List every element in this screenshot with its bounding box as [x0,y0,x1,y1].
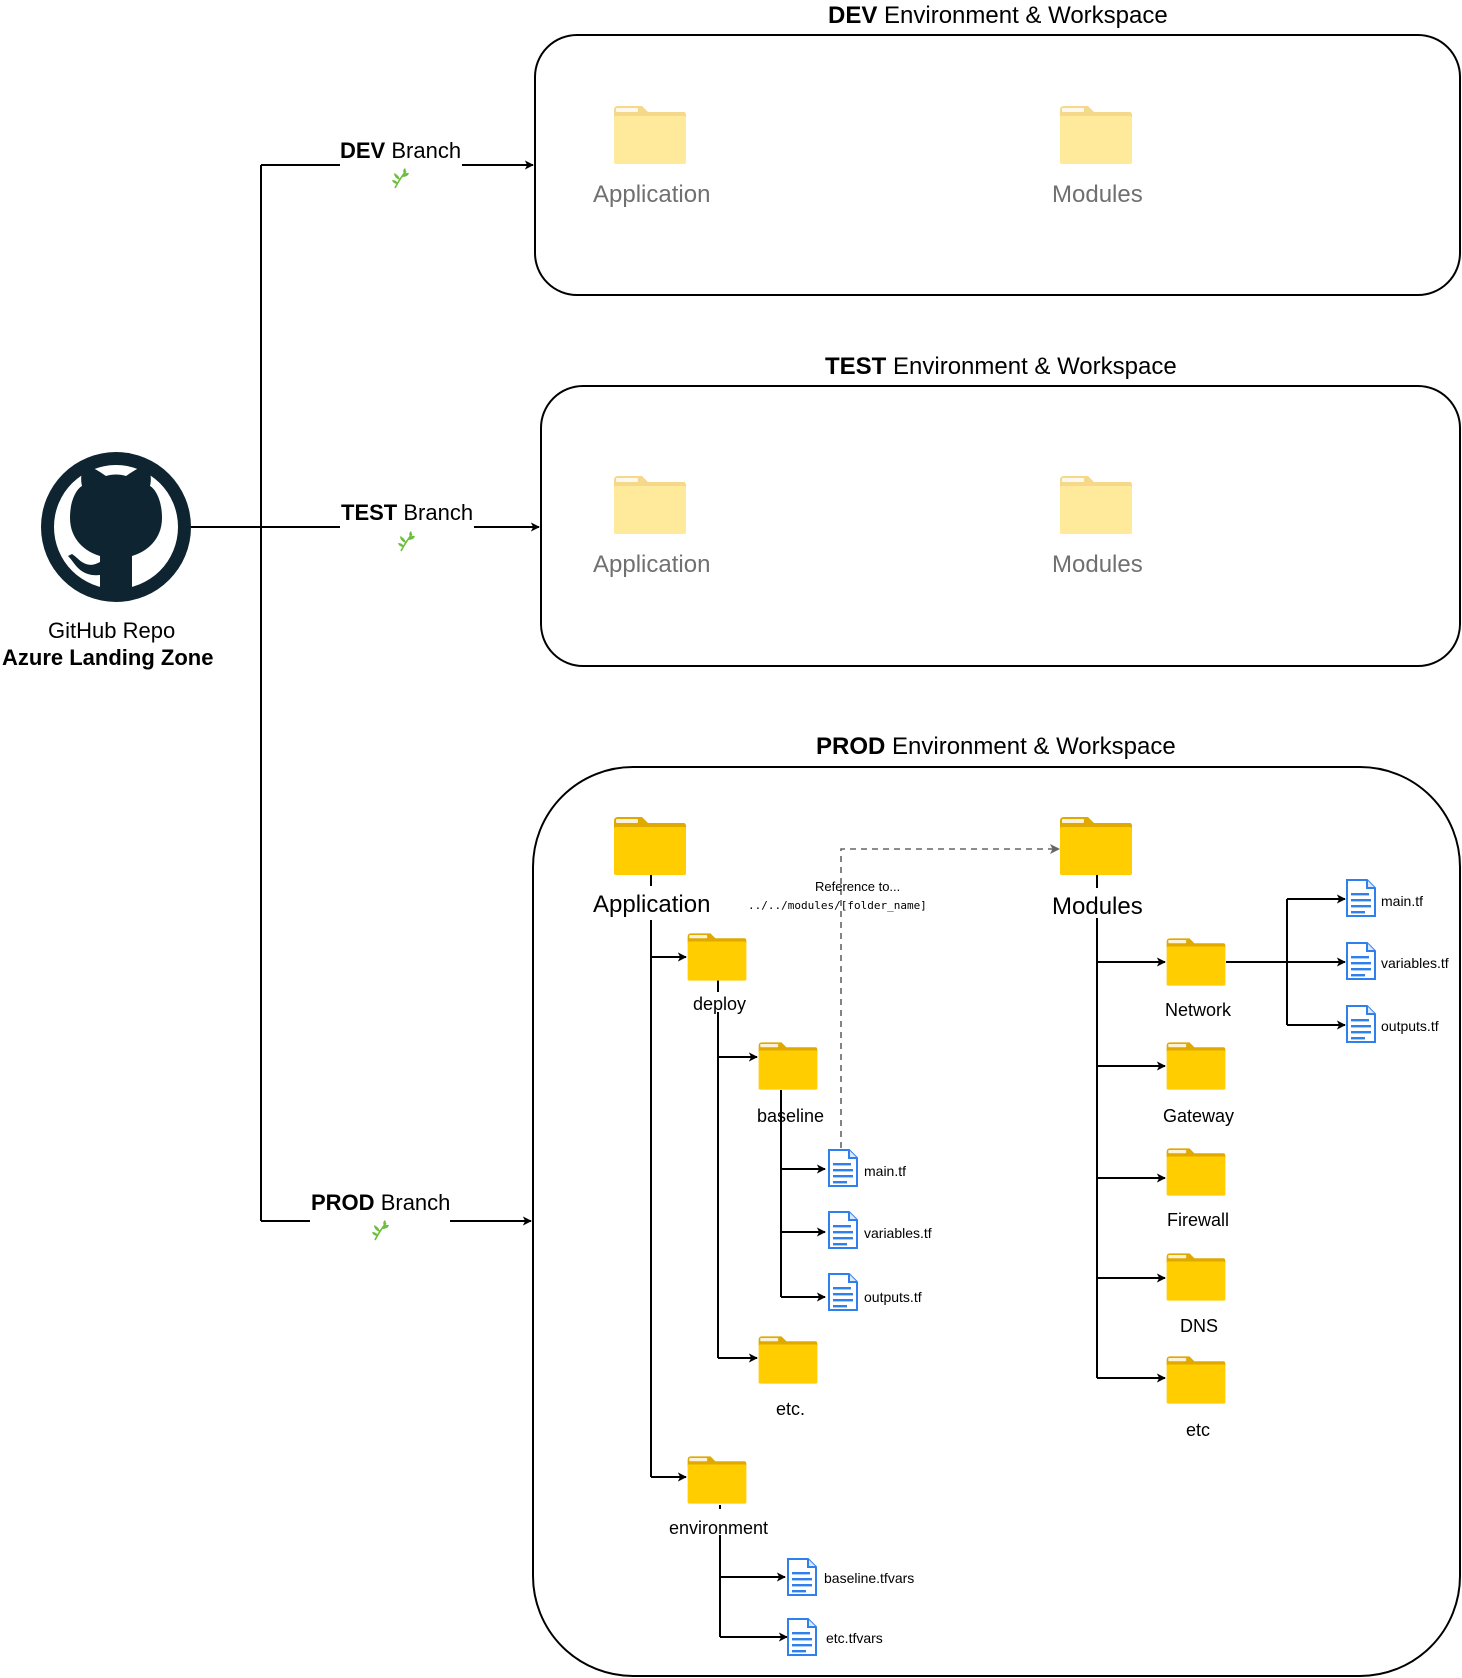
module-folder-icon-1 [1165,936,1227,993]
baseline-file-icon-2 [827,1210,859,1255]
module-folder-label-1: Network [1165,1000,1232,1020]
branch-connectors [190,160,540,1226]
dev-modules-folder-icon [1058,104,1134,171]
github-icon [41,452,191,602]
dev-branch-label: DEV Branch [340,140,461,162]
dev-environment-suffix: Environment & Workspace [884,2,1168,29]
baseline-file-icon-3 [827,1272,859,1317]
etc-folder-label: etc. [776,1399,806,1419]
dev-branch-suffix: Branch [391,138,462,163]
module-folder-icon-2 [1165,1040,1227,1097]
module-folder-label-5: etc [1186,1420,1211,1440]
test-application-label: Application [593,551,711,578]
environment-file-label-1: baseline.tfvars [824,1570,915,1586]
module-reference-connector [840,844,1060,1148]
repo-name-line2: Azure Landing Zone [2,645,214,670]
network-file-icon-2 [1345,941,1377,986]
test-branch-label: TEST Branch [341,502,473,524]
baseline-file-label-2: variables.tf [864,1225,932,1241]
test-modules-folder-icon [1058,474,1134,541]
prod-branch-sprout-icon [371,1220,391,1247]
application-tree-connectors [650,870,826,1642]
module-folder-label-3: Firewall [1167,1210,1230,1230]
baseline-file-label-1: main.tf [864,1163,907,1179]
test-modules-label: Modules [1052,551,1143,578]
deploy-folder-icon [686,931,748,988]
environment-file-icon-2 [786,1617,818,1662]
network-file-label-3: outputs.tf [1381,1018,1439,1034]
environment-file-icon-1 [786,1557,818,1602]
module-folder-icon-4 [1165,1251,1227,1308]
prod-modules-label: Modules [1052,893,1143,920]
prod-modules-folder-icon [1058,815,1134,882]
dev-branch-name: DEV [340,138,386,163]
module-folder-icon-3 [1165,1146,1227,1203]
prod-environment-title: PROD Environment & Workspace [816,735,1176,759]
baseline-file-icon-1 [827,1148,859,1193]
test-environment-box [540,385,1461,667]
environment-folder-icon [686,1454,748,1511]
test-branch-sprout-icon [397,531,417,558]
prod-branch-suffix: Branch [380,1190,451,1215]
module-folder-label-2: Gateway [1163,1106,1235,1126]
network-file-label-2: variables.tf [1381,955,1449,971]
dev-environment-box [534,34,1461,296]
network-file-icon-1 [1345,878,1377,923]
module-folder-label-4: DNS [1180,1316,1219,1336]
test-branch-name: TEST [341,500,398,525]
prod-environment-box [532,766,1461,1677]
dev-modules-label: Modules [1052,181,1143,208]
reference-note-line2: ../../modules/[folder_name] [748,899,927,912]
prod-application-folder-icon [612,815,688,882]
dev-application-folder-icon [612,104,688,171]
test-branch-suffix: Branch [403,500,474,525]
dev-environment-name: DEV [828,2,878,29]
modules-tree-connectors [1096,870,1346,1383]
reference-note-line1: Reference to... [815,879,901,894]
repo-name-line1: GitHub Repo [48,618,176,643]
test-application-folder-icon [612,474,688,541]
dev-application-label: Application [593,181,711,208]
dev-branch-sprout-icon [391,168,411,195]
dev-environment-title: DEV Environment & Workspace [828,4,1168,28]
environment-folder-label: environment [669,1518,769,1538]
test-environment-title: TEST Environment & Workspace [825,355,1177,379]
prod-branch-label: PROD Branch [311,1192,450,1214]
baseline-folder-label: baseline [757,1106,825,1126]
network-file-icon-3 [1345,1004,1377,1049]
module-folder-icon-5 [1165,1354,1227,1411]
test-environment-suffix: Environment & Workspace [893,353,1177,380]
prod-environment-suffix: Environment & Workspace [892,733,1176,760]
prod-environment-name: PROD [816,733,886,760]
test-environment-name: TEST [825,353,887,380]
baseline-folder-icon [757,1040,819,1097]
etc-folder-icon [757,1334,819,1391]
baseline-file-label-3: outputs.tf [864,1289,922,1305]
environment-file-label-2: etc.tfvars [826,1630,883,1646]
deploy-folder-label: deploy [693,994,747,1014]
network-file-label-1: main.tf [1381,893,1424,909]
prod-branch-name: PROD [311,1190,375,1215]
prod-application-label: Application [593,891,711,918]
